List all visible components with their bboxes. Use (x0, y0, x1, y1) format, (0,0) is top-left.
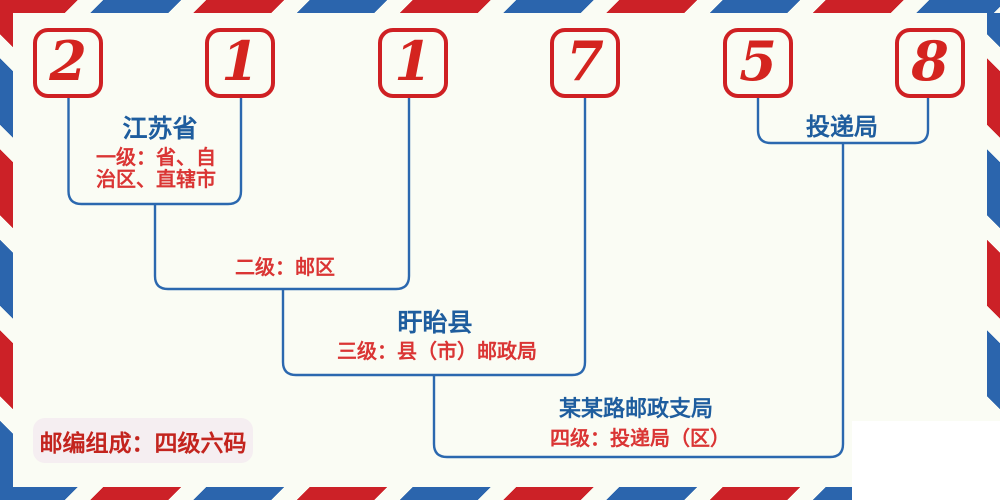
level1-desc-label: 一级：省、自 治区、直辖市 (96, 146, 216, 190)
bracket-level4 (432, 143, 845, 459)
digit-box-4: 7 (550, 28, 620, 98)
level3-desc-label: 三级：县（市）邮政局 (337, 339, 537, 363)
digit-2: 1 (221, 29, 259, 93)
digit-box-5: 5 (723, 28, 793, 98)
corner-white-mask (852, 421, 1000, 500)
digit-box-3: 1 (378, 28, 448, 98)
digit-box-1: 2 (33, 28, 103, 98)
level1-desc-line2: 治区、直辖市 (96, 167, 216, 191)
delivery-office-label: 投递局 (806, 113, 878, 141)
digit-box-6: 8 (895, 28, 965, 98)
digit-6: 8 (911, 29, 949, 93)
level3-place-label: 盱眙县 (397, 308, 473, 337)
level4-desc-label: 四级：投递局（区） (550, 426, 730, 450)
level1-desc-line1: 一级：省、自 (96, 145, 216, 169)
level2-desc-label: 二级：邮区 (235, 255, 335, 279)
digit-box-2: 1 (205, 28, 275, 98)
level1-place-label: 江苏省 (122, 114, 198, 143)
digit-5: 5 (739, 29, 777, 93)
digit-4: 7 (566, 29, 604, 93)
digit-3: 1 (394, 29, 432, 93)
composition-note-pill: 邮编组成：四级六码 (33, 418, 253, 463)
bracket-delivery (756, 98, 930, 145)
level4-place-label: 某某路邮政支局 (558, 397, 714, 422)
composition-note-text: 邮编组成：四级六码 (39, 429, 247, 457)
digit-1: 2 (49, 29, 87, 93)
